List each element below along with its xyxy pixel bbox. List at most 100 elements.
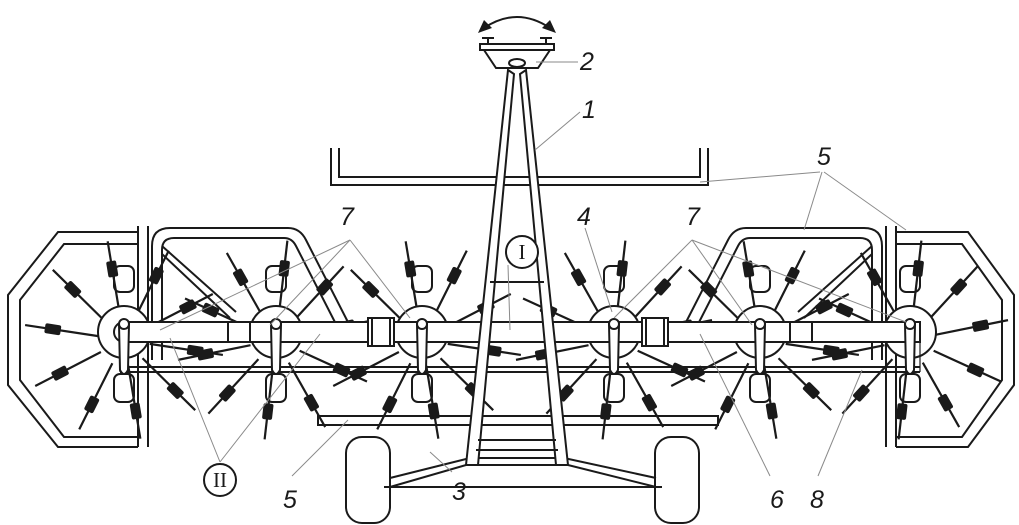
tine-spring <box>427 402 440 420</box>
crank-arm <box>117 323 131 375</box>
tine-spring <box>835 302 854 318</box>
tine-arm <box>78 362 114 430</box>
tine-arm <box>225 252 265 318</box>
crank-layer <box>117 318 917 375</box>
tine-arm <box>630 265 683 322</box>
callout-2: 2 <box>579 48 594 76</box>
callout-7-right: 7 <box>686 203 701 231</box>
tine-arm <box>841 358 894 415</box>
right-outer-guard <box>896 231 1015 448</box>
callout-3: 3 <box>452 478 466 506</box>
left-wheel <box>345 436 391 524</box>
tine-arm <box>432 250 468 318</box>
crank-pin <box>904 318 916 330</box>
tine-arm <box>376 362 412 430</box>
tine-arm <box>625 362 665 428</box>
tine-spring <box>166 382 184 399</box>
tine-spring <box>784 266 800 285</box>
tine-spring <box>867 268 883 287</box>
callout-4: 4 <box>577 203 591 231</box>
callout-5-top: 5 <box>817 143 831 171</box>
crank-arm <box>269 323 283 375</box>
tine-spring <box>446 266 462 285</box>
tine-spring <box>64 281 82 298</box>
tine-arm <box>742 241 757 315</box>
tine-spring <box>262 403 274 420</box>
tine-spring <box>912 260 924 277</box>
callout-6: 6 <box>770 486 784 514</box>
zone-one-label: I <box>519 240 526 264</box>
tine-arm <box>688 269 743 323</box>
tine-arm <box>615 240 627 315</box>
tine-spring <box>84 395 100 414</box>
rotor-crank-3 <box>415 318 429 375</box>
left-inner-guard <box>151 227 353 360</box>
tine-spring <box>966 362 985 378</box>
tine-arm <box>670 350 738 388</box>
tine-spring <box>278 260 290 277</box>
tine-arm <box>921 362 961 428</box>
tine-spring <box>937 393 953 412</box>
tine-spring <box>670 362 689 378</box>
crank-arm <box>607 323 621 375</box>
tine-arm <box>350 269 405 323</box>
crank-pin <box>754 318 766 330</box>
tine-spring <box>896 403 908 420</box>
bottom-guard-bar <box>317 415 719 426</box>
right-wheel <box>654 436 700 524</box>
tine-arm <box>177 344 251 361</box>
tine-spring <box>349 365 367 381</box>
crank-pin <box>608 318 620 330</box>
rotor-crank-2 <box>269 318 283 375</box>
rotation-arrow-icon <box>478 16 556 33</box>
crank-pin <box>270 318 282 330</box>
tine-spring <box>616 260 628 277</box>
tine-arm <box>859 252 899 318</box>
right-guard-brace <box>797 245 873 319</box>
rotor-crank-1 <box>117 318 131 375</box>
tine-arm <box>52 269 107 323</box>
tine-spring <box>179 299 197 315</box>
tine-spring <box>362 281 380 298</box>
callout-5-bottom: 5 <box>283 486 297 514</box>
tine-spring <box>802 382 820 399</box>
tine-spring <box>201 302 220 318</box>
tine-spring <box>571 268 587 287</box>
zone-two-label: II <box>213 468 227 492</box>
crank-arm <box>753 323 767 375</box>
zone-two-marker <box>203 463 237 497</box>
tine-spring <box>129 402 142 420</box>
tine-arm <box>404 241 419 315</box>
axle-frame <box>384 457 662 488</box>
left-guard-brace <box>161 245 237 319</box>
tine-spring <box>106 260 119 278</box>
tine-spring <box>51 365 69 381</box>
tine-arm <box>287 362 327 428</box>
tine-arm <box>714 362 750 430</box>
callout-1: 1 <box>582 96 596 124</box>
tine-arm <box>601 365 613 440</box>
tine-spring <box>233 268 249 287</box>
crank-arm <box>903 323 917 375</box>
hitch-head <box>479 37 555 69</box>
tine-spring <box>687 365 705 381</box>
tine-arm <box>763 365 778 439</box>
zone-one-marker <box>505 235 539 269</box>
tine-arm <box>770 250 806 318</box>
tine-spring <box>404 260 417 278</box>
tine-arm <box>292 265 345 322</box>
tine-spring <box>853 384 870 402</box>
tine-spring <box>148 266 164 285</box>
tine-spring <box>316 278 333 296</box>
tine-arm <box>134 250 170 318</box>
tine-spring <box>765 402 778 420</box>
tine-spring <box>303 393 319 412</box>
tine-arm <box>263 365 275 440</box>
tine-spring <box>382 395 398 414</box>
tine-spring <box>742 260 755 278</box>
tine-arm <box>106 241 121 315</box>
tine-spring <box>830 348 848 361</box>
left-outer-guard <box>7 231 138 448</box>
tine-arm <box>207 358 260 415</box>
